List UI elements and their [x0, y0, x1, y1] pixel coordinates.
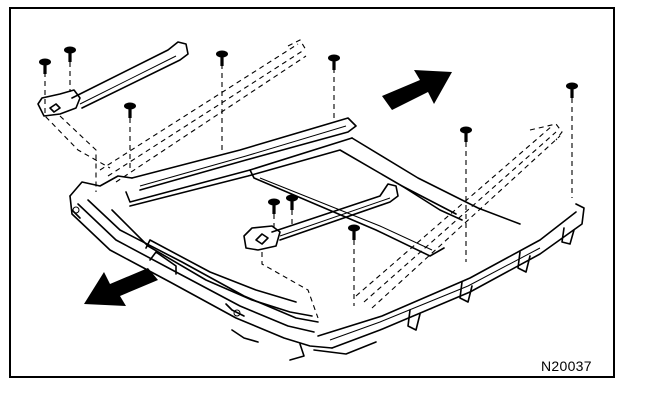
screw-icon: [348, 224, 360, 240]
screws: [39, 46, 578, 240]
right-guide-rail: [243, 183, 399, 251]
arrow-down-left-icon: [84, 268, 158, 306]
screw-icon: [268, 198, 280, 214]
screw-icon: [64, 46, 76, 62]
screw-icon: [286, 194, 298, 210]
figure-border: [9, 7, 615, 378]
left-guide-rail: [37, 41, 189, 117]
screw-icon: [124, 102, 136, 118]
figure-code: N20037: [541, 358, 592, 374]
screw-icon: [566, 82, 578, 98]
arrow-up-right-icon: [382, 70, 452, 110]
screw-alignment-lines: [44, 62, 573, 319]
screw-icon: [460, 126, 472, 142]
cable-guides-dashed: [99, 39, 563, 309]
screw-icon: [39, 58, 51, 74]
sunroof-housing: [69, 117, 585, 361]
screw-icon: [216, 50, 228, 66]
screw-icon: [328, 54, 340, 70]
